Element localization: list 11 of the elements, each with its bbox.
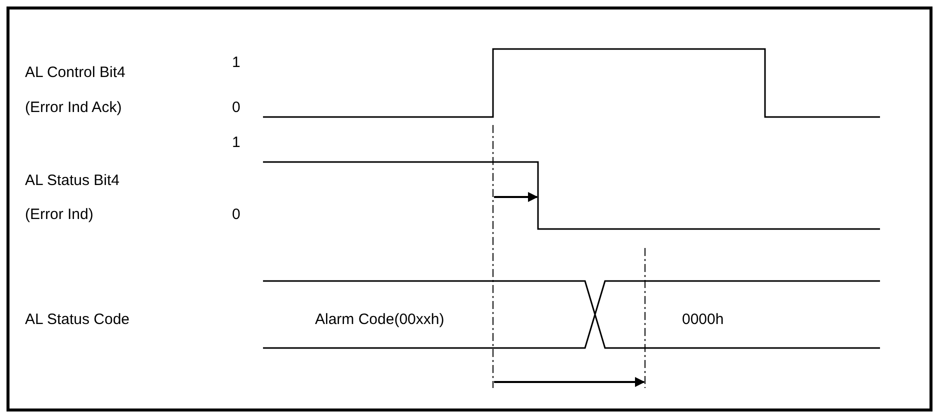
- logic-level-label: 1: [232, 54, 240, 72]
- logic-level-label: 0: [232, 99, 240, 117]
- signal-name: (Error Ind): [25, 206, 94, 224]
- signal-name: AL Status Bit4: [25, 172, 120, 190]
- signal-name: AL Status Code: [25, 311, 130, 329]
- signal-name: AL Control Bit4: [25, 64, 126, 82]
- signal-name: (Error Ind Ack): [25, 99, 122, 117]
- bus-value: 0000h: [682, 311, 724, 329]
- logic-level-label: 0: [232, 206, 240, 224]
- logic-level-label: 1: [232, 134, 240, 152]
- bus-value: Alarm Code(00xxh): [315, 311, 444, 329]
